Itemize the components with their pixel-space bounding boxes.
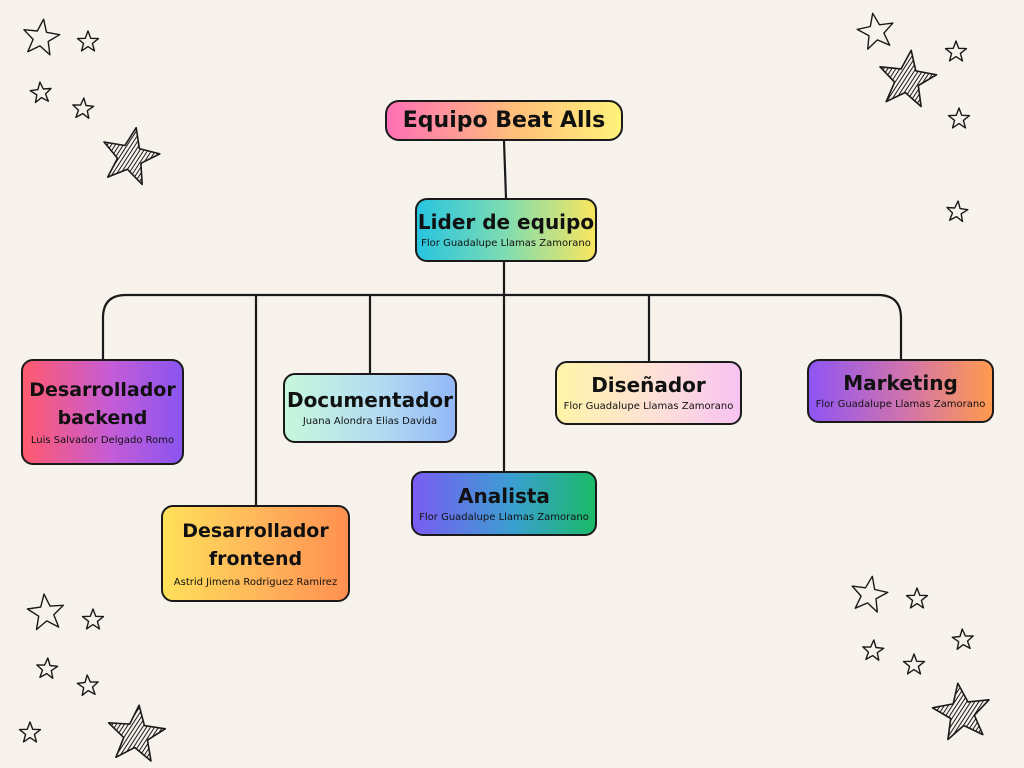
star-hatching bbox=[104, 127, 160, 185]
backend-developer-node: Desarrollador backend Luis Salvador Delg… bbox=[21, 359, 184, 465]
star-icon bbox=[76, 30, 100, 52]
documenter-name: Juana Alondra Elias Davida bbox=[302, 416, 438, 427]
documenter-title: Documentador bbox=[286, 388, 454, 412]
team-leader-node: Lider de equipo Flor Guadalupe Llamas Za… bbox=[415, 198, 597, 262]
title-to-leader-line bbox=[502, 139, 508, 200]
star-icon bbox=[905, 587, 929, 609]
backend-developer-name: Luis Salvador Delgado Romo bbox=[30, 435, 175, 447]
analyst-node: Analista Flor Guadalupe Llamas Zamorano bbox=[411, 471, 597, 536]
star-icon bbox=[29, 81, 52, 104]
designer-name: Flor Guadalupe Llamas Zamorano bbox=[563, 401, 734, 412]
marketing-title: Marketing bbox=[843, 371, 958, 395]
star-icon bbox=[107, 704, 167, 762]
star-icon bbox=[862, 639, 885, 661]
marketing-name: Flor Guadalupe Llamas Zamorano bbox=[815, 399, 986, 410]
frontend-developer-name: Astrid Jimena Rodriguez Ramirez bbox=[173, 576, 338, 588]
star-hatching bbox=[108, 705, 166, 761]
documenter-node: Documentador Juana Alondra Elias Davida bbox=[283, 373, 457, 443]
star-icon bbox=[951, 628, 974, 650]
frontend-developer-title-line1: Desarrollador bbox=[182, 520, 329, 543]
star-icon bbox=[26, 593, 65, 631]
star-icon bbox=[81, 608, 105, 630]
branch-horizontal-line bbox=[101, 293, 903, 362]
star-icon bbox=[72, 97, 95, 120]
star-icon bbox=[18, 721, 42, 743]
star-icon bbox=[902, 653, 926, 675]
analyst-title: Analista bbox=[458, 483, 550, 508]
star-icon bbox=[76, 674, 99, 696]
star-icon bbox=[23, 18, 61, 56]
star-icon bbox=[947, 107, 971, 129]
star-icon bbox=[944, 40, 968, 62]
star-icon bbox=[879, 49, 938, 108]
team-leader-name: Flor Guadalupe Llamas Zamorano bbox=[421, 238, 591, 249]
designer-title: Diseñador bbox=[591, 373, 706, 397]
connector-lines bbox=[101, 139, 903, 507]
analyst-name: Flor Guadalupe Llamas Zamorano bbox=[419, 511, 589, 523]
designer-node: Diseñador Flor Guadalupe Llamas Zamorano bbox=[555, 361, 742, 425]
star-icon bbox=[851, 575, 889, 613]
backend-developer-title-line1: Desarrollador bbox=[29, 378, 176, 401]
frontend-developer-title-line2: frontend bbox=[208, 548, 303, 570]
star-icon bbox=[946, 200, 969, 223]
backend-developer-title-line2: backend bbox=[57, 406, 148, 429]
star-icon bbox=[36, 657, 59, 679]
team-title: Equipo Beat Alls bbox=[402, 107, 606, 133]
frontend-developer-node: Desarrollador frontend Astrid Jimena Rod… bbox=[161, 505, 350, 602]
team-leader-title: Lider de equipo bbox=[417, 210, 595, 234]
marketing-node: Marketing Flor Guadalupe Llamas Zamorano bbox=[807, 359, 994, 423]
star-hatching bbox=[880, 50, 937, 107]
star-icon bbox=[856, 12, 894, 50]
team-title-node: Equipo Beat Alls bbox=[385, 100, 623, 141]
